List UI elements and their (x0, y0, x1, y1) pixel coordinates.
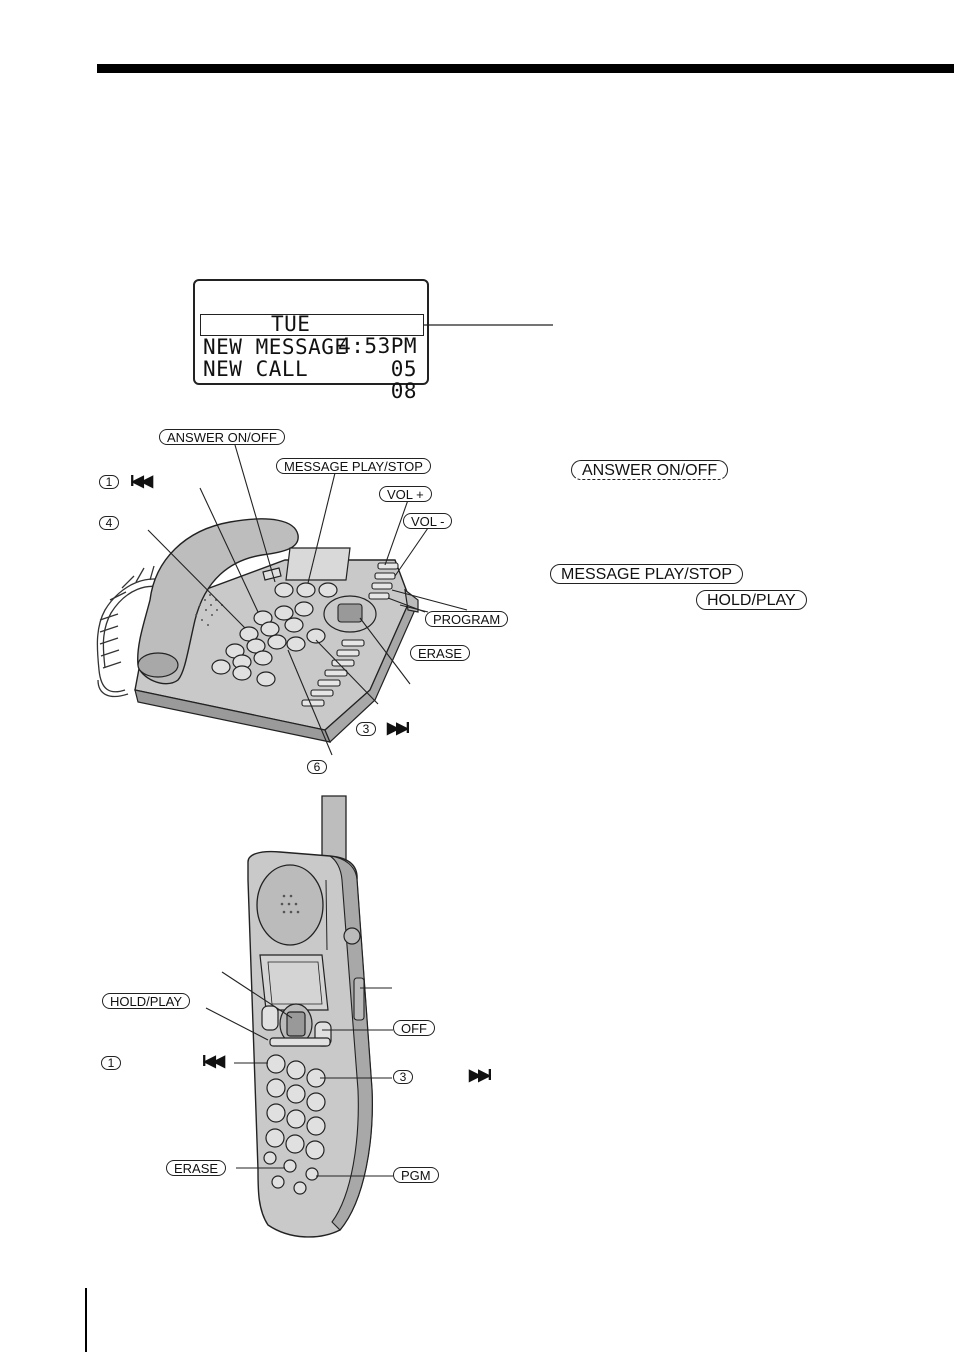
lcd-new-call-label: NEW CALL (203, 357, 309, 381)
handset-antenna (321, 795, 347, 865)
handset-keypad (263, 1054, 326, 1195)
label-answer-on-off: ANSWER ON/OFF (159, 429, 285, 445)
lcd-new-message-label: NEW MESSAGE (203, 335, 348, 359)
label-key-1: 1 (99, 475, 119, 489)
handset-label-key-1: 1 (101, 1056, 121, 1070)
handset-fast-forward-icon: ▶▶I (469, 1067, 492, 1084)
label-vol-minus: VOL - (403, 513, 453, 529)
base-function-keys (301, 562, 399, 707)
base-side-edge (324, 598, 415, 744)
handset-label-off: OFF (393, 1020, 435, 1036)
lcd-new-call-count: 08 (390, 379, 417, 403)
fast-forward-icon: ▶▶I (387, 720, 410, 737)
label-key-3: 3 (356, 722, 376, 736)
label-erase: ERASE (410, 645, 471, 661)
base-leader-lines (147, 444, 468, 756)
rewind-icon: I◀◀ (130, 473, 153, 490)
side-label-hold-play: HOLD/PLAY (696, 590, 807, 610)
side-label-answer-on-off: ANSWER ON/OFF (571, 460, 729, 480)
lcd-day: TUE (271, 312, 311, 336)
handset-side-jack (343, 927, 361, 945)
side-label-message-play-stop: MESSAGE PLAY/STOP (550, 564, 744, 584)
label-message-play-stop: MESSAGE PLAY/STOP (276, 458, 431, 474)
speaker-grille (195, 594, 223, 626)
base-display-window (285, 547, 351, 581)
label-program: PROGRAM (425, 611, 509, 627)
label-key-4: 4 (99, 516, 119, 530)
label-key-6: 6 (307, 760, 327, 774)
base-jog-ring (323, 595, 377, 633)
handset-label-key-3: 3 (393, 1070, 413, 1084)
handset-label-pgm: PGM (393, 1167, 439, 1183)
lcd-time: 4:53PM (338, 334, 417, 358)
lcd-line-new-call: NEW CALL 08 (203, 336, 417, 402)
lcd-line-date-time: TUE 4:53PM (203, 291, 417, 357)
lcd-new-message-count: 05 (390, 357, 417, 381)
lcd-display: TUE 4:53PM NEW MESSAGE 05 NEW CALL 08 (193, 279, 429, 402)
base-top-buttons (262, 567, 338, 598)
handset-leader-lines (205, 971, 393, 1177)
handset-rewind-icon: I◀◀ (202, 1053, 225, 1070)
handset-label-erase: ERASE (166, 1160, 227, 1176)
base-jog-dial (337, 603, 363, 623)
page-margin-rule (85, 1288, 87, 1352)
handset-side-switch (353, 977, 365, 1021)
handset-control-keys (261, 1003, 332, 1047)
handset-earpiece (256, 864, 324, 946)
handset-label-hold-play: HOLD/PLAY (102, 993, 191, 1009)
handset-display (259, 954, 329, 1011)
handset-earpiece-holes (280, 894, 300, 914)
header-rule (97, 64, 954, 73)
lcd-line-new-message: NEW MESSAGE 05 (203, 314, 417, 380)
label-vol-plus: VOL + (379, 486, 432, 502)
base-keypad (211, 601, 326, 687)
